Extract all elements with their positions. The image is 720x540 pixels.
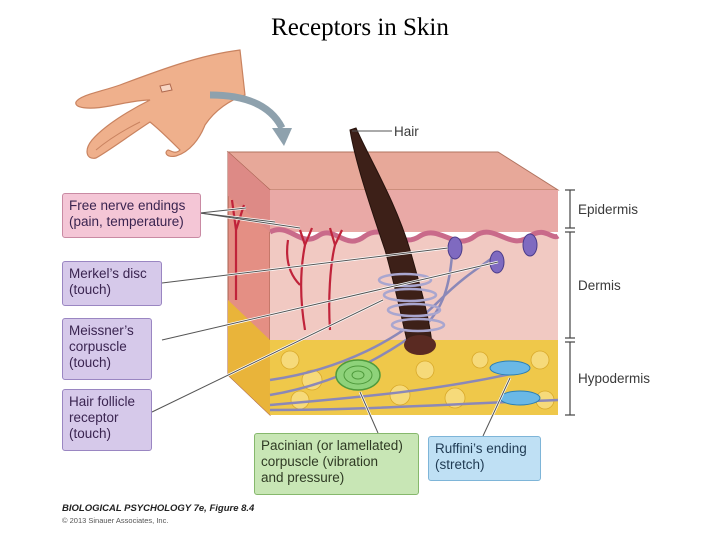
hair-label: Hair — [394, 124, 419, 139]
hair-follicle-receptor-line3: (touch) — [69, 426, 112, 441]
meissners-corpuscle-line2: corpuscle — [69, 339, 127, 354]
pacinian-corpuscle-line2: corpuscle (vibration — [261, 454, 379, 469]
epidermis-layer — [270, 190, 558, 232]
hypodermis-label: Hypodermis — [578, 371, 651, 386]
free-nerve-endings-line2: (pain, temperature) — [69, 214, 184, 229]
merkels-disc-line1: Merkel’s disc — [69, 266, 147, 281]
layer-brackets — [565, 189, 575, 416]
meissners-corpuscle-line1: Meissner’s — [69, 323, 134, 338]
pacinian-corpuscle — [335, 359, 381, 391]
ruffinis-ending-line2: (stretch) — [435, 457, 485, 472]
epidermis-label: Epidermis — [578, 202, 639, 217]
skin-top-surface — [226, 151, 560, 191]
hair-follicle-receptor-line1: Hair follicle — [69, 394, 136, 409]
hair-follicle-receptor-line2: receptor — [69, 410, 119, 425]
hand-illustration — [75, 49, 246, 159]
touch-arrow — [209, 91, 292, 146]
pacinian-corpuscle-label: Pacinian (or lamellated) corpuscle (vibr… — [254, 433, 419, 495]
pacinian-corpuscle-line3: and pressure) — [261, 470, 345, 485]
free-nerve-endings-line1: Free nerve endings — [69, 198, 186, 213]
dermis-label: Dermis — [578, 278, 621, 293]
meissner-corpuscles — [447, 233, 538, 274]
hair-shaft — [349, 127, 436, 355]
copyright-notice: © 2013 Sinauer Associates, Inc. — [62, 516, 169, 525]
pacinian-corpuscle-line1: Pacinian (or lamellated) — [261, 438, 403, 453]
meissners-corpuscle-line3: (touch) — [69, 355, 112, 370]
slide-title: Receptors in Skin — [271, 14, 449, 41]
hair-follicle-receptor-label: Hair follicle receptor (touch) — [62, 389, 152, 451]
ruffinis-ending-line1: Ruffini’s ending — [435, 441, 527, 456]
ruffini-endings — [489, 360, 541, 406]
free-nerve-endings-label: Free nerve endings (pain, temperature) — [62, 193, 201, 238]
ruffinis-ending-label: Ruffini’s ending (stretch) — [428, 436, 541, 481]
merkels-disc-label: Merkel’s disc (touch) — [62, 261, 162, 306]
hair-follicle-receptor-coils — [377, 272, 446, 333]
figure-credit: BIOLOGICAL PSYCHOLOGY 7e, Figure 8.4 — [62, 503, 255, 514]
meissners-corpuscle-label: Meissner’s corpuscle (touch) — [62, 318, 152, 380]
merkels-disc-line2: (touch) — [69, 282, 112, 297]
